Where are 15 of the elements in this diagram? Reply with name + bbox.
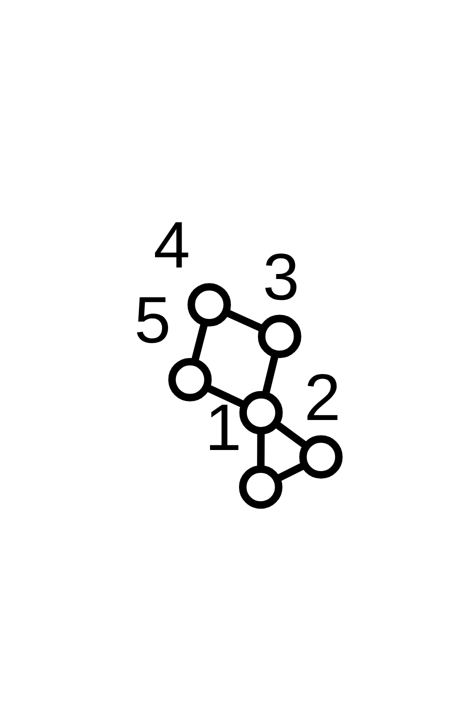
node-label: 4 (154, 207, 190, 282)
node-label: 5 (134, 282, 171, 356)
connector (274, 420, 308, 448)
connector (224, 308, 264, 332)
node-circle (239, 464, 282, 508)
node-label: 3 (262, 238, 300, 313)
node-circle (239, 390, 283, 434)
node-circle (258, 314, 302, 358)
node-circle (188, 282, 231, 326)
node-circle (168, 357, 212, 401)
node-label: 2 (304, 359, 341, 434)
node-label: 1 (204, 389, 242, 464)
connector (204, 383, 246, 408)
connector (276, 462, 306, 482)
node-circle (299, 434, 343, 478)
